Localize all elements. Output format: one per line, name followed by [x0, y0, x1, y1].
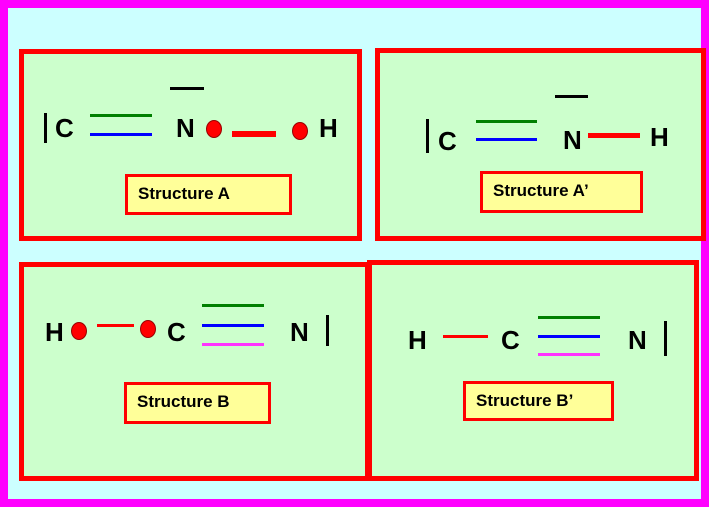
bond-cn-green [202, 304, 264, 307]
electron-dot-h [71, 322, 87, 340]
atom-n: N [628, 325, 647, 355]
atom-n: N [563, 125, 582, 155]
structure-label: Structure B [124, 382, 271, 424]
lone-pair-n [664, 321, 667, 356]
atom-h: H [408, 325, 427, 355]
panel-structure-b-prime: H C N Structure B’ [367, 260, 699, 481]
bond-cn-blue [90, 133, 152, 136]
electron-dot-n [206, 120, 222, 138]
atom-h: H [650, 122, 669, 152]
bond-nh [588, 133, 640, 138]
lone-pair-n [170, 87, 204, 90]
bond-cn-green [90, 114, 152, 117]
bond-cn-magenta [538, 353, 600, 356]
bond-hc [443, 335, 488, 338]
bond-cn-green [476, 120, 537, 123]
atom-c: C [167, 317, 186, 347]
bond-hc [97, 324, 134, 327]
bond-cn-blue [476, 138, 537, 141]
atom-n: N [290, 317, 309, 347]
electron-dot-c [140, 320, 156, 338]
lone-pair-n [326, 315, 329, 346]
bond-nh [232, 131, 276, 137]
structure-label: Structure A’ [480, 171, 643, 213]
atom-c: C [55, 113, 74, 143]
structure-label: Structure A [125, 174, 292, 215]
atom-c: C [438, 126, 457, 156]
panel-structure-a: C N H Structure A [19, 49, 362, 241]
lone-pair-c [426, 119, 429, 153]
atom-c: C [501, 325, 520, 355]
bond-cn-blue [538, 335, 600, 338]
electron-dot-h [292, 122, 308, 140]
atom-n: N [176, 113, 195, 143]
lone-pair-c [44, 113, 47, 143]
lone-pair-n [555, 95, 588, 98]
panel-structure-a-prime: C N H Structure A’ [375, 48, 706, 241]
atom-h: H [45, 317, 64, 347]
atom-h: H [319, 113, 338, 143]
panel-structure-b: H C N Structure B [19, 262, 370, 481]
bond-cn-magenta [202, 343, 264, 346]
bond-cn-green [538, 316, 600, 319]
structure-label: Structure B’ [463, 381, 614, 421]
bond-cn-blue [202, 324, 264, 327]
